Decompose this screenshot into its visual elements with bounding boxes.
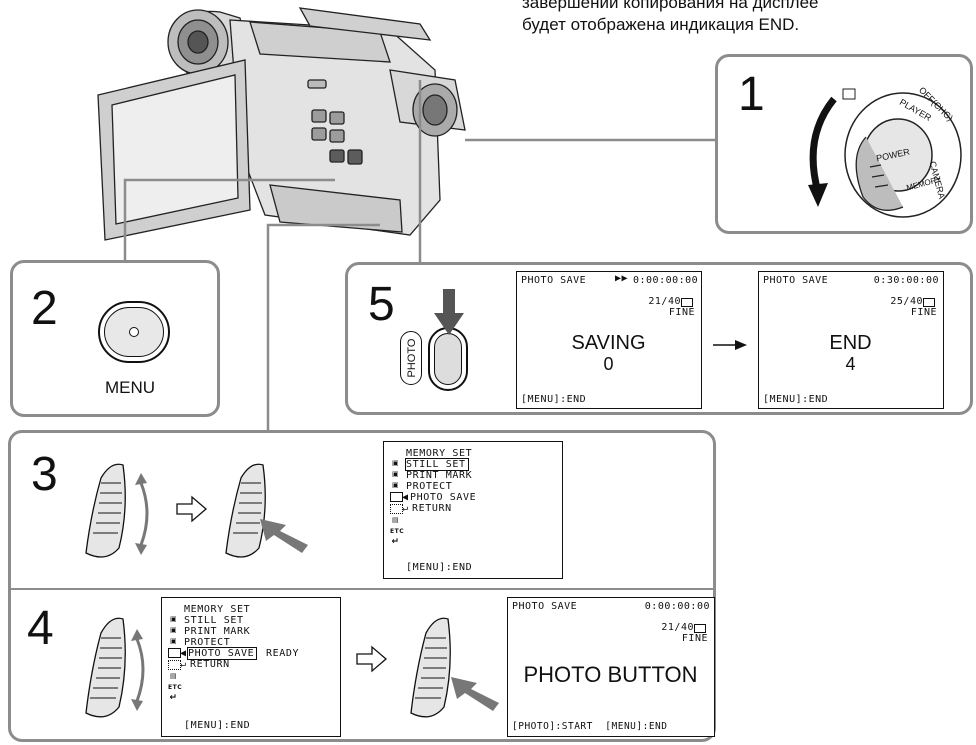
steps-3-4-panel: 3 MEMORY SET ▣ STILL SET ▣ PRINT MARK ▣ … [8,430,716,742]
timecode: 0:00:00:00 [633,275,699,286]
camera-tape-icon: ▣ [169,615,178,623]
memory-card-icon [694,624,706,633]
step-1-panel: 1 POWER OFF(CHG) PLAYER CAMERA MEMORY [715,54,973,234]
menu-item-protect[interactable]: PROTECT [406,481,453,492]
menu-item-print-mark[interactable]: PRINT MARK [184,626,251,637]
step-3-number: 3 [31,448,58,501]
return-icon: ↵ [180,659,187,670]
jog-dial-press-icon [225,463,308,558]
caption-line-2: будет отображена индикация END. [522,15,800,34]
memory-card-icon [923,298,935,307]
menu-header: MEMORY SET [406,448,473,459]
photo-counter: 21/40 [661,622,694,633]
etc-icon: ETC [390,528,405,535]
screen-title: PHOTO SAVE [521,275,587,286]
step-5-panel: 5 PHOTO PHOTO SAVE ▶▶ 0:00:00:00 21/40 F… [345,262,973,415]
screen-title: PHOTO SAVE [763,275,829,286]
step-2-number: 2 [31,282,58,335]
menu-item-photo-save[interactable]: PHOTO SAVE [410,492,477,503]
arrow-right-icon [713,340,747,350]
setup-icon: ▤ [391,516,400,524]
menu-item-protect[interactable]: PROTECT [184,637,231,648]
timecode: 0:00:00:00 [644,601,710,612]
play-icon: ▶▶ [615,273,629,284]
menu-header: MEMORY SET [184,604,251,615]
screen-footer: [PHOTO]:START [MENU]:END [512,721,668,732]
memory-card-icon [681,298,693,307]
cursor-icon: ◀ [180,648,187,659]
lcd-icon: ▣ [391,481,400,489]
divider [11,588,713,590]
return-small-icon: ↵ [391,537,400,547]
tape-icon [390,504,403,514]
menu-item-print-mark[interactable]: PRINT MARK [406,470,473,481]
photo-counter: 21/40 [648,296,681,307]
memory-card-icon [168,648,181,658]
end-status: END [829,332,872,354]
timecode: 0:30:00:00 [873,275,939,286]
tape-icon [168,660,181,670]
end-screen: PHOTO SAVE 0:30:00:00 25/40 FINE END 4 [… [758,271,944,409]
menu-button[interactable] [98,301,170,363]
screen-title: PHOTO SAVE [512,601,578,612]
photo-button[interactable] [428,327,468,391]
photo-button-screen: PHOTO SAVE 0:00:00:00 21/40 FINE PHOTO B… [507,597,715,737]
menu-button-label: MENU [105,378,156,397]
jog-dial-press-icon [410,617,499,718]
end-number: 4 [845,354,856,374]
photo-label: PHOTO [406,338,418,378]
menu-item-still-set[interactable]: STILL SET [184,615,244,626]
menu-item-return[interactable]: RETURN [190,659,230,670]
menu-footer: [MENU]:END [184,720,251,731]
hollow-arrow-icon [176,495,207,523]
quality: FINE [668,307,695,318]
return-small-icon: ↵ [169,693,178,703]
press-arrow-icon [434,289,464,335]
camera-memory-icon: ▣ [169,626,178,634]
menu-item-return[interactable]: RETURN [412,503,452,514]
jog-dial-rotate-icon [85,463,149,558]
screen-footer: [MENU]:END [521,394,587,405]
menu-footer: [MENU]:END [406,562,473,573]
power-dial-illustration [808,88,962,218]
jog-dial-rotate-icon [85,617,145,718]
hollow-arrow-icon [356,645,387,673]
ready-label: READY [266,648,300,659]
lcd-icon: ▣ [169,637,178,645]
saving-status: SAVING [571,332,646,354]
step-2-panel: 2 MENU [10,260,220,417]
saving-number: 0 [603,354,614,374]
camera-tape-icon: ▣ [391,459,400,467]
screen-footer: [MENU]:END [763,394,829,405]
step-4-number: 4 [27,602,54,655]
return-icon: ↵ [402,503,409,514]
cursor-icon: ◀ [402,492,409,503]
camera-memory-icon: ▣ [391,470,400,478]
quality: FINE [910,307,937,318]
caption-line-1: завершении копирования на дисплее [522,0,819,12]
step-5-number: 5 [368,278,395,331]
photo-label-box: PHOTO [400,331,422,385]
quality: FINE [681,633,708,644]
step-3-menu-screen: MEMORY SET ▣ STILL SET ▣ PRINT MARK ▣ PR… [383,441,563,579]
menu-item-still-set[interactable]: STILL SET [405,458,469,471]
photo-counter: 25/40 [890,296,923,307]
step-1-number: 1 [738,68,765,121]
menu-item-photo-save[interactable]: PHOTO SAVE [186,647,258,660]
photo-button-prompt: PHOTO BUTTON [523,662,698,687]
memory-card-icon [390,492,403,502]
etc-icon: ETC [168,684,183,691]
setup-icon: ▤ [169,672,178,680]
saving-screen: PHOTO SAVE ▶▶ 0:00:00:00 21/40 FINE SAVI… [516,271,702,409]
step-4-menu-screen: MEMORY SET ▣ STILL SET ▣ PRINT MARK ▣ PR… [161,597,341,737]
